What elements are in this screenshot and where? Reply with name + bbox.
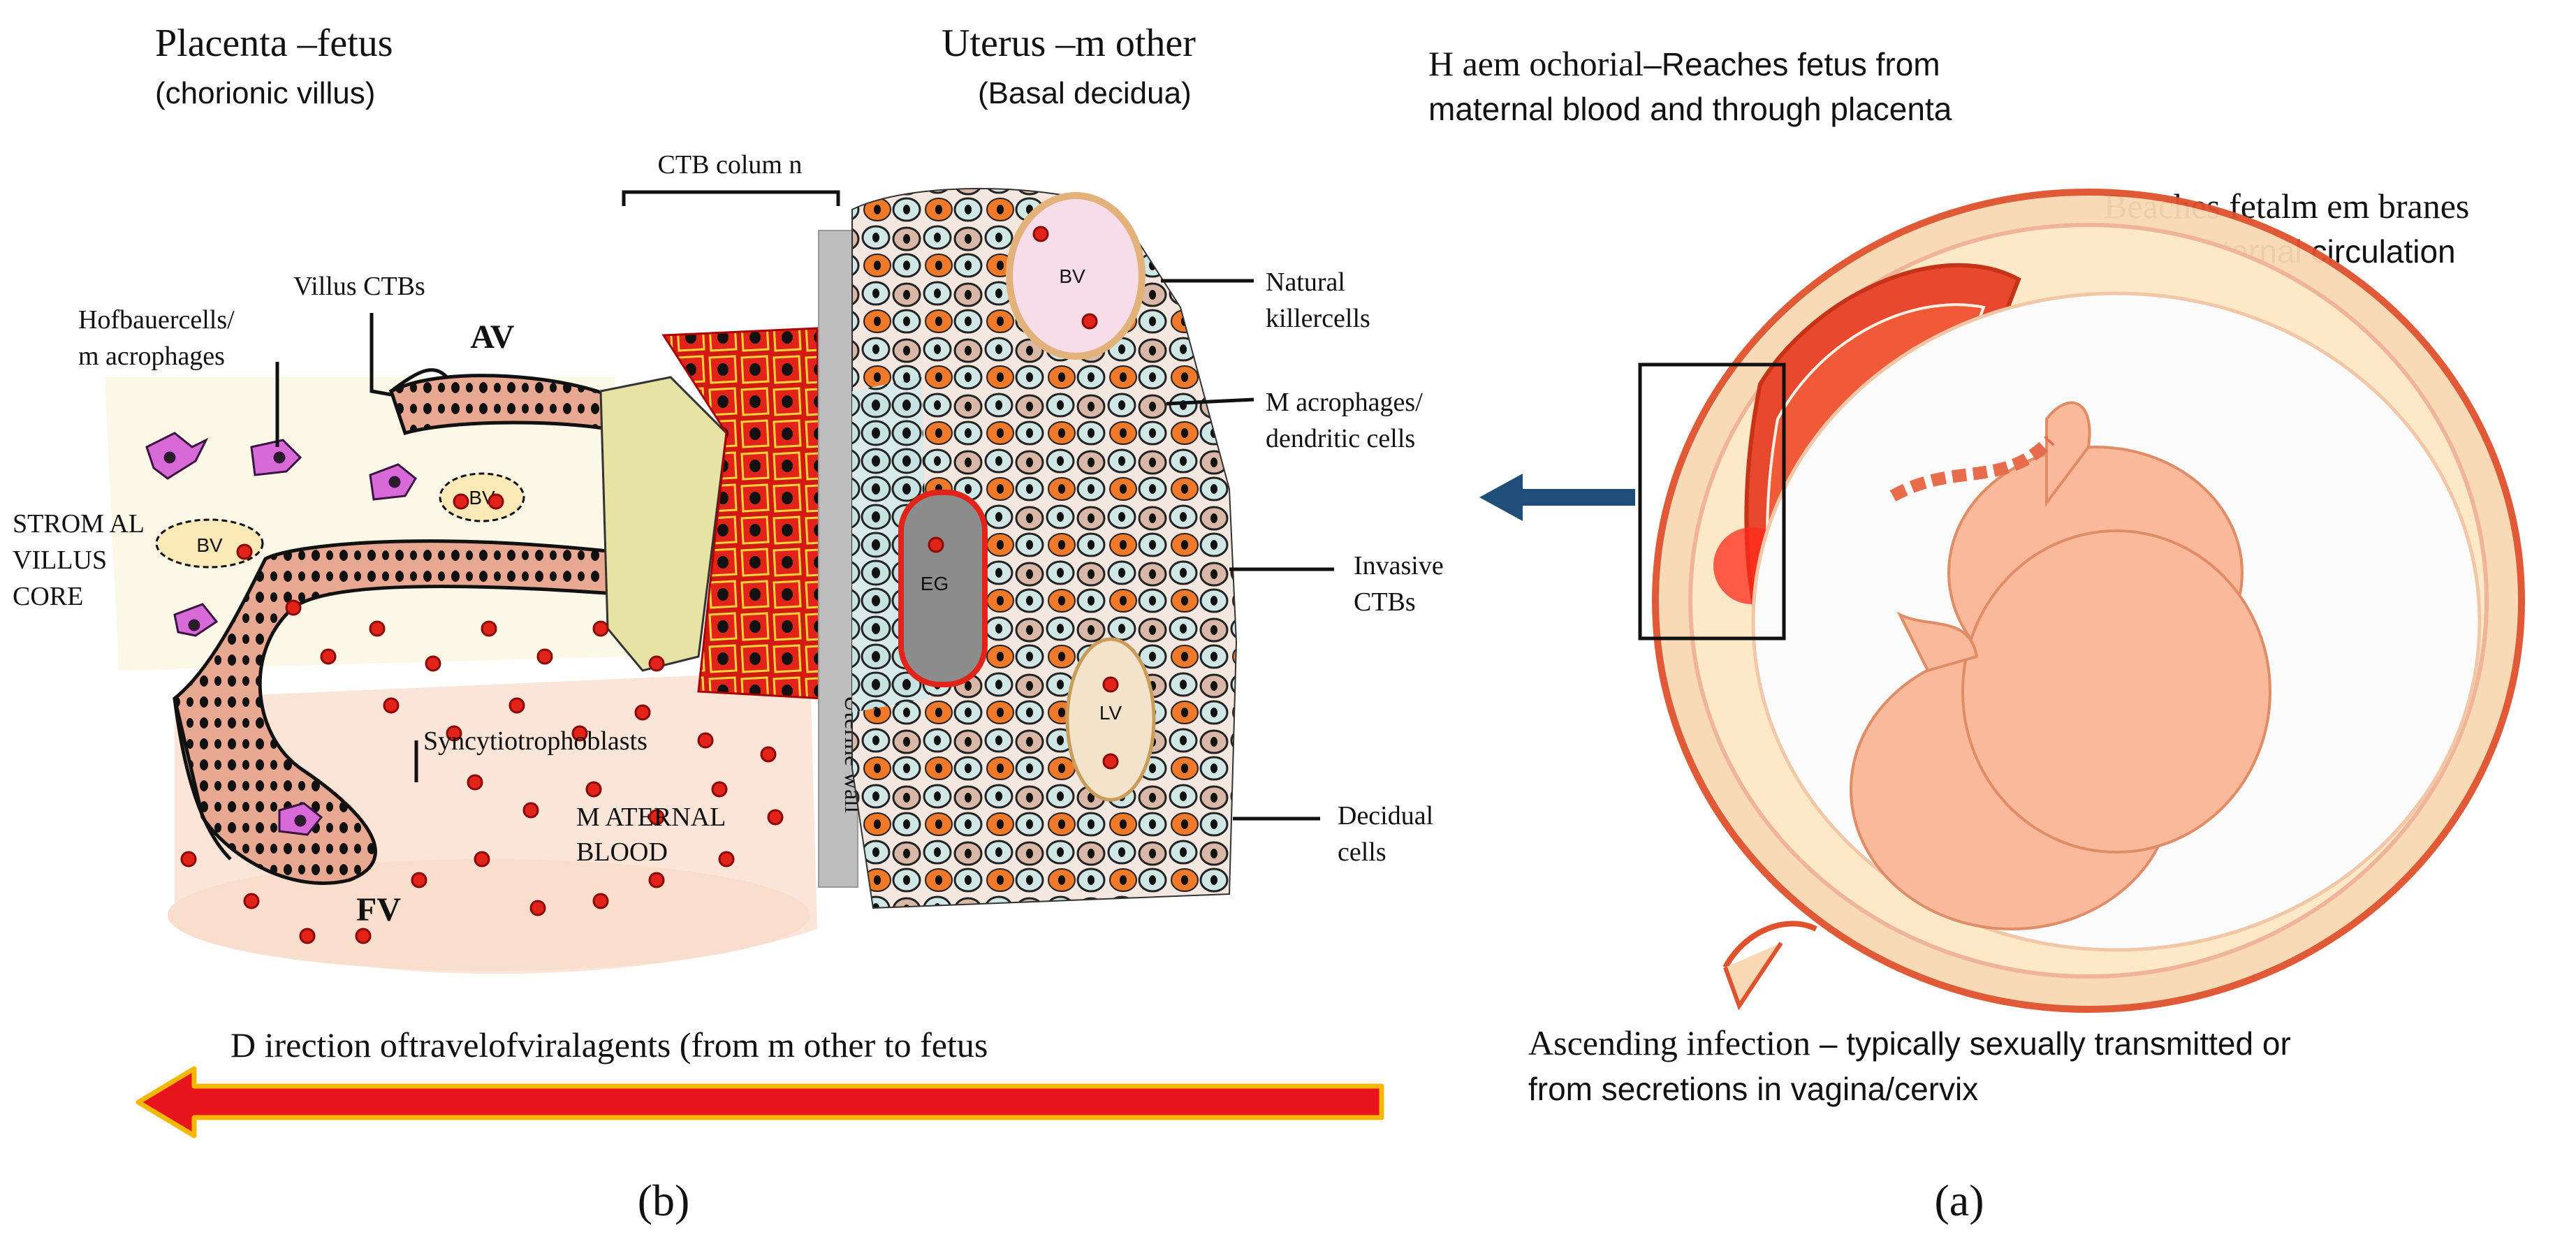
bv-label-decidua: BV [1059, 265, 1085, 287]
hofbauer-cells [145, 432, 417, 836]
macrophages-label-line1: M acrophages/ [1266, 388, 1423, 417]
maternal-blood-label: M ATERNAL BLOOD [576, 803, 726, 867]
bv-label-stroma: BV [196, 534, 223, 556]
stromal-label-line2: VILLUS [13, 546, 107, 575]
hofbauer-label-line1: Hofbauercells/ [78, 305, 235, 335]
zoom-box [1638, 363, 1786, 641]
uterus-illustration [1652, 189, 2525, 1013]
maternal-label-line2: BLOOD [576, 837, 668, 867]
fetus [1850, 401, 2271, 930]
invasive-ctbs-callout: Invasive CTBs [1229, 551, 1444, 617]
hofbauer-label-line2: m acrophages [78, 342, 225, 371]
pointer-arrow [1479, 474, 1635, 521]
stromal-core-region [105, 377, 629, 671]
ascending-heading: Ascending infection – typically sexually… [1528, 1023, 2291, 1062]
panel-a-label: (a) [1934, 1176, 1984, 1225]
villus-ctbs-label: Villus CTBs [293, 272, 425, 301]
hofbauer-callout: Hofbauercells/ m acrophages [78, 305, 279, 447]
macrophages-label-line2: dendritic cells [1266, 424, 1415, 453]
uterus-mother-subtitle: (Basal decidua) [978, 76, 1192, 110]
haemochorial-heading: H aem ochorial–Reaches fetus from [1428, 44, 1940, 83]
ctb-column-label: CTB colum n [658, 150, 803, 180]
panel-a: H aem ochorial–Reaches fetus from matern… [1428, 44, 2525, 1225]
ctb-column-callout: CTB colum n [622, 150, 840, 206]
panel-b-label: (b) [638, 1176, 690, 1225]
virus-particles [180, 226, 1119, 944]
nk-cells-callout: Natural killercells [1161, 268, 1370, 333]
macrophages-callout: M acrophages/ dendritic cells [1166, 388, 1423, 453]
invasive-label-line2: CTBs [1354, 587, 1416, 617]
ctb-column [599, 327, 826, 700]
endometrial-gland: EG [898, 490, 988, 687]
syncytio-label: Syncytiotrophoblasts [423, 726, 647, 756]
maternal-blood-region [168, 671, 817, 974]
nk-label-line1: Natural [1266, 268, 1345, 297]
decidual-blood-vessel: BV [1006, 192, 1146, 360]
decidual-label-line1: Decidual [1338, 801, 1433, 830]
direction-caption: D irection oftravelofviralagents (from m… [230, 1025, 988, 1064]
placenta-fetus-subtitle: (chorionic villus) [155, 76, 375, 110]
av-label: AV [470, 319, 514, 356]
uterus-mother-title: Uterus –m other [942, 22, 1196, 65]
direction-arrow [136, 1066, 1384, 1139]
stromal-blood-vessel: BV BV [155, 472, 525, 569]
invasive-label-line1: Invasive [1354, 551, 1444, 580]
panel-b: BV BV Uterine wall [13, 22, 1444, 1225]
nk-label-line2: killercells [1266, 304, 1370, 333]
villus-band [173, 368, 632, 885]
eg-label: EG [921, 573, 949, 594]
haemochorial-text: maternal blood and through placenta [1428, 91, 1952, 127]
decidual-label-line2: cells [1338, 837, 1386, 867]
villus-ctbs-callout: Villus CTBs [293, 272, 425, 397]
lymphatic-vessel: LV [1065, 637, 1156, 802]
syncytio-callout: Syncytiotrophoblasts [414, 726, 647, 782]
ascending-text: from secretions in vagina/cervix [1528, 1071, 1978, 1107]
stromal-villus-core-label: STROM AL VILLUS CORE [13, 509, 145, 611]
stromal-label-line3: CORE [13, 582, 83, 611]
fv-label: FV [356, 891, 401, 928]
maternal-label-line1: M ATERNAL [576, 803, 726, 832]
lv-label: LV [1099, 702, 1122, 724]
placenta-fetus-title: Placenta –fetus [155, 22, 393, 65]
decidual-cells-callout: Decidual cells [1233, 801, 1433, 867]
stromal-label-line1: STROM AL [13, 509, 145, 539]
